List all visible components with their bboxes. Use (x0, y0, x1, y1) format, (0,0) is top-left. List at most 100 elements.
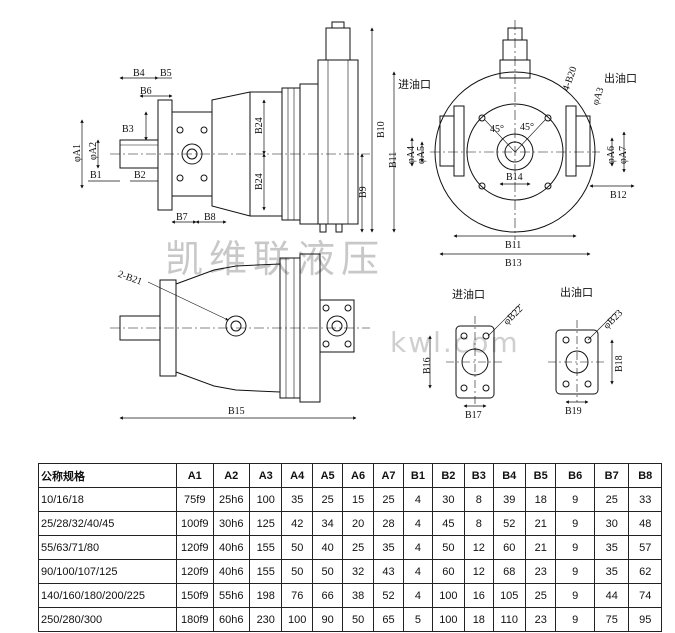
table-cell: 4 (403, 583, 433, 608)
table-cell: 15 (342, 487, 374, 512)
svg-text:B1: B1 (90, 170, 102, 181)
svg-text:B8: B8 (204, 212, 216, 223)
watermark-url: kwl.com (390, 326, 520, 359)
header-a5: A5 (311, 463, 344, 488)
table-cell: 52 (372, 583, 405, 608)
table-cell: 60 (492, 535, 526, 560)
table-cell: 110 (492, 607, 526, 632)
table-cell: 100f9 (175, 511, 214, 536)
svg-text:B2: B2 (134, 170, 146, 181)
header-b7: B7 (593, 463, 630, 488)
svg-text:φB23: φB23 (602, 308, 626, 332)
svg-text:B12: B12 (610, 190, 627, 201)
svg-text:B5: B5 (160, 68, 172, 79)
table-cell: 10/16/18 (38, 487, 177, 512)
svg-text:φA6: φA6 (606, 146, 617, 164)
table-cell: 35 (593, 559, 630, 584)
front-view (392, 20, 635, 256)
table-cell: 18 (464, 607, 494, 632)
inlet-port-label: 进油口 (398, 77, 431, 91)
svg-text:B4: B4 (133, 68, 145, 79)
svg-text:45°: 45° (520, 122, 534, 133)
table-cell: 105 (492, 583, 526, 608)
table-cell: 21 (524, 511, 557, 536)
table-cell: 68 (492, 559, 526, 584)
svg-text:B24: B24 (254, 173, 265, 190)
inlet-port-label-2: 进油口 (452, 287, 485, 301)
table-cell: 40 (311, 535, 344, 560)
header-b1: B1 (403, 463, 433, 488)
table-cell: 30 (431, 487, 466, 512)
table-cell: 90 (311, 607, 344, 632)
svg-text:B11: B11 (505, 240, 521, 251)
table-cell: 45 (431, 511, 466, 536)
table-cell: 120f9 (175, 535, 214, 560)
table-cell: 155 (249, 535, 283, 560)
table-cell: 75f9 (175, 487, 214, 512)
svg-text:B7: B7 (176, 212, 188, 223)
svg-text:B3: B3 (122, 124, 134, 135)
table-cell: 198 (249, 583, 283, 608)
svg-text:4-B20: 4-B20 (561, 65, 580, 92)
table-cell: 34 (311, 511, 344, 536)
table-cell: 9 (555, 487, 595, 512)
table-cell: 60 (431, 559, 466, 584)
table-cell: 30h6 (212, 511, 251, 536)
svg-text:φA2: φA2 (88, 142, 99, 160)
header-a2: A2 (212, 463, 251, 488)
table-cell: 74 (628, 583, 662, 608)
table-cell: 60h6 (212, 607, 251, 632)
table-cell: 35 (281, 487, 313, 512)
table-cell: 25 (342, 535, 374, 560)
svg-text:B9: B9 (358, 186, 369, 198)
outlet-port-label: 出油口 (604, 71, 637, 85)
svg-text:φA1: φA1 (72, 144, 83, 162)
svg-text:φB22: φB22 (502, 304, 526, 328)
table-cell: 25h6 (212, 487, 251, 512)
header-a6: A6 (342, 463, 374, 488)
svg-text:φA4: φA4 (406, 146, 417, 164)
table-cell: 9 (555, 607, 595, 632)
svg-text:φA7: φA7 (618, 146, 629, 164)
table-cell: 95 (628, 607, 662, 632)
table-cell: 48 (628, 511, 662, 536)
table-cell: 9 (555, 583, 595, 608)
table-cell: 18 (524, 487, 557, 512)
table-cell: 66 (311, 583, 344, 608)
table-cell: 42 (281, 511, 313, 536)
table-cell: 50 (342, 607, 374, 632)
table-cell: 4 (403, 511, 433, 536)
table-cell: 20 (342, 511, 374, 536)
table-cell: 9 (555, 535, 595, 560)
table-cell: 250/280/300 (38, 607, 177, 632)
table-cell: 90/100/107/125 (38, 559, 177, 584)
svg-text:B24: B24 (254, 117, 265, 134)
header-a1: A1 (175, 463, 214, 488)
svg-text:2-B21: 2-B21 (116, 269, 143, 288)
table-cell: 8 (464, 511, 494, 536)
table-cell: 39 (492, 487, 526, 512)
table-cell: 180f9 (175, 607, 214, 632)
svg-text:B19: B19 (565, 406, 582, 417)
table-cell: 150f9 (175, 583, 214, 608)
table-cell: 50 (281, 559, 313, 584)
table-cell: 28 (372, 511, 405, 536)
table-cell: 21 (524, 535, 557, 560)
table-cell: 4 (403, 487, 433, 512)
svg-text:B11: B11 (388, 152, 399, 168)
svg-text:φA3: φA3 (590, 86, 606, 107)
header-b2: B2 (431, 463, 466, 488)
table-cell: 50 (281, 535, 313, 560)
header-b3: B3 (464, 463, 494, 488)
table-cell: 33 (628, 487, 662, 512)
table-cell: 30 (593, 511, 630, 536)
svg-text:B16: B16 (422, 357, 433, 374)
table-cell: 25 (593, 487, 630, 512)
